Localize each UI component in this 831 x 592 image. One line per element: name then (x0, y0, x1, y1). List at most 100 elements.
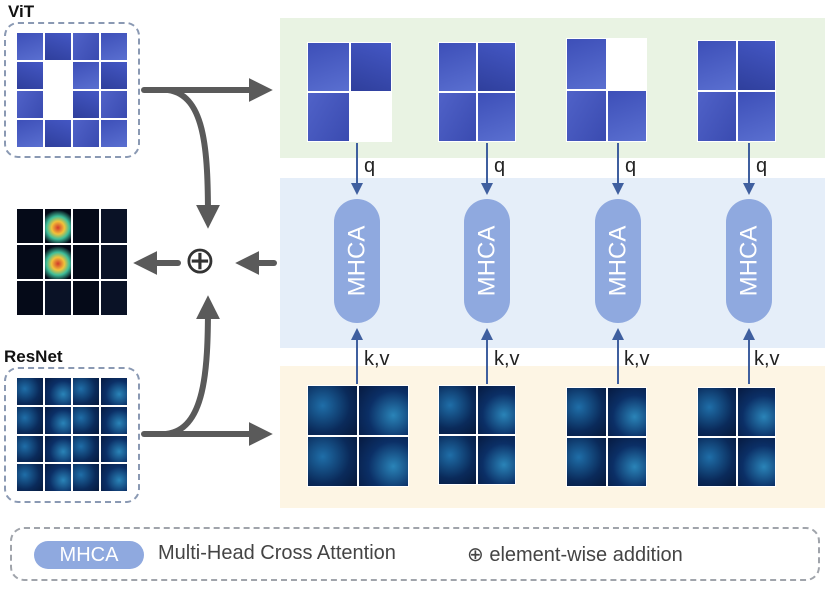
image-cell (439, 386, 476, 434)
image-cell (439, 436, 476, 484)
image-cell (607, 91, 646, 141)
image-cell (73, 406, 99, 434)
image-cell (45, 245, 71, 279)
image-cell (73, 464, 99, 491)
q-label-2: q (494, 155, 506, 177)
kv-label-2: k,v (494, 348, 520, 370)
image-cell (17, 209, 43, 243)
image-cell (698, 388, 736, 436)
query-patch-1 (307, 42, 392, 142)
image-cell (17, 464, 43, 491)
resnet-input-image (16, 377, 128, 492)
image-cell (607, 388, 646, 436)
image-cell (698, 92, 736, 141)
image-cell (45, 281, 71, 315)
image-cell (17, 245, 43, 279)
q-label-4: q (756, 155, 768, 177)
image-cell (478, 386, 515, 434)
image-cell (737, 388, 775, 436)
image-cell (17, 281, 43, 315)
image-cell (698, 41, 736, 90)
mhca-block-2: MHCA (464, 199, 510, 323)
image-cell (478, 93, 515, 141)
q-label-3: q (625, 155, 637, 177)
image-cell (45, 378, 71, 405)
query-patch-3 (566, 38, 647, 142)
image-cell (101, 33, 127, 60)
kv-patch-1 (307, 385, 409, 487)
image-cell (359, 437, 408, 486)
legend-mhca-description: Multi-Head Cross Attention (158, 542, 396, 564)
image-cell (567, 438, 606, 486)
image-cell (45, 33, 71, 60)
image-cell (73, 33, 99, 60)
image-cell (737, 438, 775, 486)
image-cell (101, 406, 127, 434)
mhca-block-3: MHCA (595, 199, 641, 323)
image-cell (478, 436, 515, 484)
image-cell (73, 62, 99, 89)
kv-patch-3 (566, 387, 647, 487)
kv-label-1: k,v (364, 348, 390, 370)
image-cell (101, 62, 127, 89)
kv-label-4: k,v (754, 348, 780, 370)
image-cell (308, 93, 349, 141)
image-cell (101, 209, 127, 243)
element-wise-addition-icon: ⊕ (184, 240, 216, 282)
image-cell (567, 39, 606, 89)
image-cell (45, 406, 71, 434)
legend-mhca-pill: MHCA (34, 541, 144, 569)
mhca-block-4: MHCA (726, 199, 772, 323)
image-cell (101, 464, 127, 491)
image-cell (698, 438, 736, 486)
mhca-block-1: MHCA (334, 199, 380, 323)
vit-input-image (16, 32, 128, 148)
image-cell (45, 435, 71, 463)
image-cell (73, 91, 99, 118)
image-cell (17, 33, 43, 60)
image-cell (45, 209, 71, 243)
image-cell (308, 386, 357, 435)
image-cell (73, 245, 99, 279)
image-cell (101, 378, 127, 405)
image-cell (101, 281, 127, 315)
image-cell (73, 281, 99, 315)
resnet-input-frame (4, 367, 140, 503)
kv-label-3: k,v (624, 348, 650, 370)
image-cell (17, 62, 43, 89)
image-cell (350, 43, 391, 91)
image-cell (567, 91, 606, 141)
image-cell (607, 438, 646, 486)
image-cell (439, 43, 476, 91)
image-cell (73, 120, 99, 147)
image-cell (478, 43, 515, 91)
image-cell (73, 378, 99, 405)
image-cell (17, 120, 43, 147)
query-patch-4 (697, 40, 776, 142)
legend-addition-description: ⊕ element-wise addition (467, 544, 683, 566)
legend: MHCA Multi-Head Cross Attention ⊕ elemen… (10, 527, 820, 581)
image-cell (17, 435, 43, 463)
kv-patch-2 (438, 385, 516, 485)
image-cell (101, 245, 127, 279)
image-cell (308, 43, 349, 91)
vit-input-frame (4, 22, 140, 158)
vit-label: ViT (8, 2, 35, 21)
image-cell (359, 386, 408, 435)
image-cell (439, 93, 476, 141)
image-cell (567, 388, 606, 436)
image-cell (17, 91, 43, 118)
image-cell (101, 435, 127, 463)
image-cell (73, 435, 99, 463)
kv-patch-4 (697, 387, 776, 487)
image-cell (45, 120, 71, 147)
image-cell (17, 378, 43, 405)
arrow-resnet-to-plus (163, 295, 220, 437)
resnet-label: ResNet (4, 347, 63, 366)
image-cell (101, 120, 127, 147)
image-cell (308, 437, 357, 486)
image-cell (17, 406, 43, 434)
query-patch-2 (438, 42, 516, 142)
image-cell (737, 41, 775, 90)
